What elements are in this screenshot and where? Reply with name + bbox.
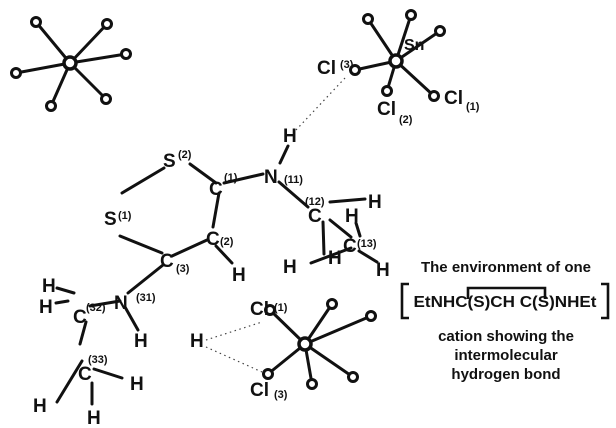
atom-c33: C bbox=[78, 364, 92, 385]
atom-sn: Sn bbox=[404, 37, 424, 54]
atom-h-c33-c: H bbox=[87, 408, 101, 428]
atom-h-n11: H bbox=[283, 126, 297, 147]
sncl6-bottom bbox=[262, 298, 377, 390]
hbond-bottom-1 bbox=[205, 321, 263, 341]
atom-n11-index: (11) bbox=[284, 174, 303, 186]
atom-c32: C bbox=[73, 307, 87, 328]
atom-c2: C bbox=[206, 229, 220, 250]
caption-formula: EtNHC(S)CH C(S)NHEt bbox=[414, 294, 597, 311]
caption-line-4: hydrogen bond bbox=[451, 366, 560, 383]
atom-c3: C bbox=[160, 251, 174, 272]
atom-h-c13-c: H bbox=[376, 260, 390, 281]
atom-h-c12-a: H bbox=[368, 192, 382, 213]
caption-right-bracket bbox=[601, 282, 610, 320]
atom-h-c13-a: H bbox=[283, 257, 297, 278]
atom-h-c13-b: H bbox=[328, 248, 342, 269]
atom-c3-index: (3) bbox=[176, 263, 190, 275]
atom-c33-index: (33) bbox=[88, 354, 108, 366]
atom-h-bottom: H bbox=[190, 331, 204, 352]
atom-n31-index: (31) bbox=[136, 292, 156, 304]
caption-left-bracket bbox=[400, 282, 409, 320]
atom-cl3-bottom-index: (3) bbox=[274, 389, 288, 401]
atom-cl1-bottom: Cl bbox=[250, 299, 269, 320]
atom-c12: C bbox=[308, 206, 322, 227]
atom-cl2-top: Cl bbox=[377, 99, 396, 120]
atom-h-c32-b: H bbox=[39, 297, 53, 318]
caption-line-2: cation showing the bbox=[438, 328, 574, 345]
atom-c2-index: (2) bbox=[220, 236, 234, 248]
caption-line-1: The environment of one bbox=[421, 259, 591, 276]
hbond-top bbox=[295, 77, 346, 131]
atom-c32-index: (32) bbox=[86, 302, 106, 314]
atom-c12-index: (12) bbox=[305, 196, 325, 208]
atom-s1: S bbox=[104, 209, 117, 230]
atom-h-c12-b: H bbox=[345, 206, 359, 227]
atom-c1-index: (1) bbox=[224, 172, 238, 184]
molecule-bonds bbox=[54, 144, 379, 406]
atom-s1-index: (1) bbox=[118, 210, 132, 222]
atom-cl3-bottom: Cl bbox=[250, 380, 269, 401]
hbond-bottom-2 bbox=[205, 346, 263, 373]
caption-line-3: intermolecular bbox=[454, 347, 558, 364]
caption-ring-bracket bbox=[466, 286, 547, 299]
atom-n31: N bbox=[114, 293, 128, 314]
atom-h-c32-a: H bbox=[42, 276, 56, 297]
sncl6-top bbox=[349, 9, 446, 102]
atom-cl1-top: Cl bbox=[444, 88, 463, 109]
octahedron-top-left bbox=[10, 16, 132, 112]
atom-h-n31: H bbox=[134, 331, 148, 352]
atom-cl1-top-index: (1) bbox=[466, 101, 480, 113]
atom-c1: C bbox=[209, 179, 223, 200]
atom-n11: N bbox=[264, 167, 278, 188]
atom-h-c33-b: H bbox=[130, 374, 144, 395]
atom-c13-index: (13) bbox=[357, 238, 377, 250]
atom-s2: S bbox=[163, 151, 176, 172]
atom-cl2-top-index: (2) bbox=[399, 114, 413, 126]
atom-s2-index: (2) bbox=[178, 149, 192, 161]
atom-h-c2: H bbox=[232, 265, 246, 286]
atom-cl1-bottom-index: (1) bbox=[274, 302, 288, 314]
atom-cl3-top: Cl bbox=[317, 58, 336, 79]
atom-cl3-top-index: (3) bbox=[340, 59, 354, 71]
caption: The environment of one EtNHC(S)CH C(S)NH… bbox=[400, 259, 610, 383]
atom-c13: C bbox=[343, 236, 357, 257]
atom-h-c33-a: H bbox=[33, 396, 47, 417]
